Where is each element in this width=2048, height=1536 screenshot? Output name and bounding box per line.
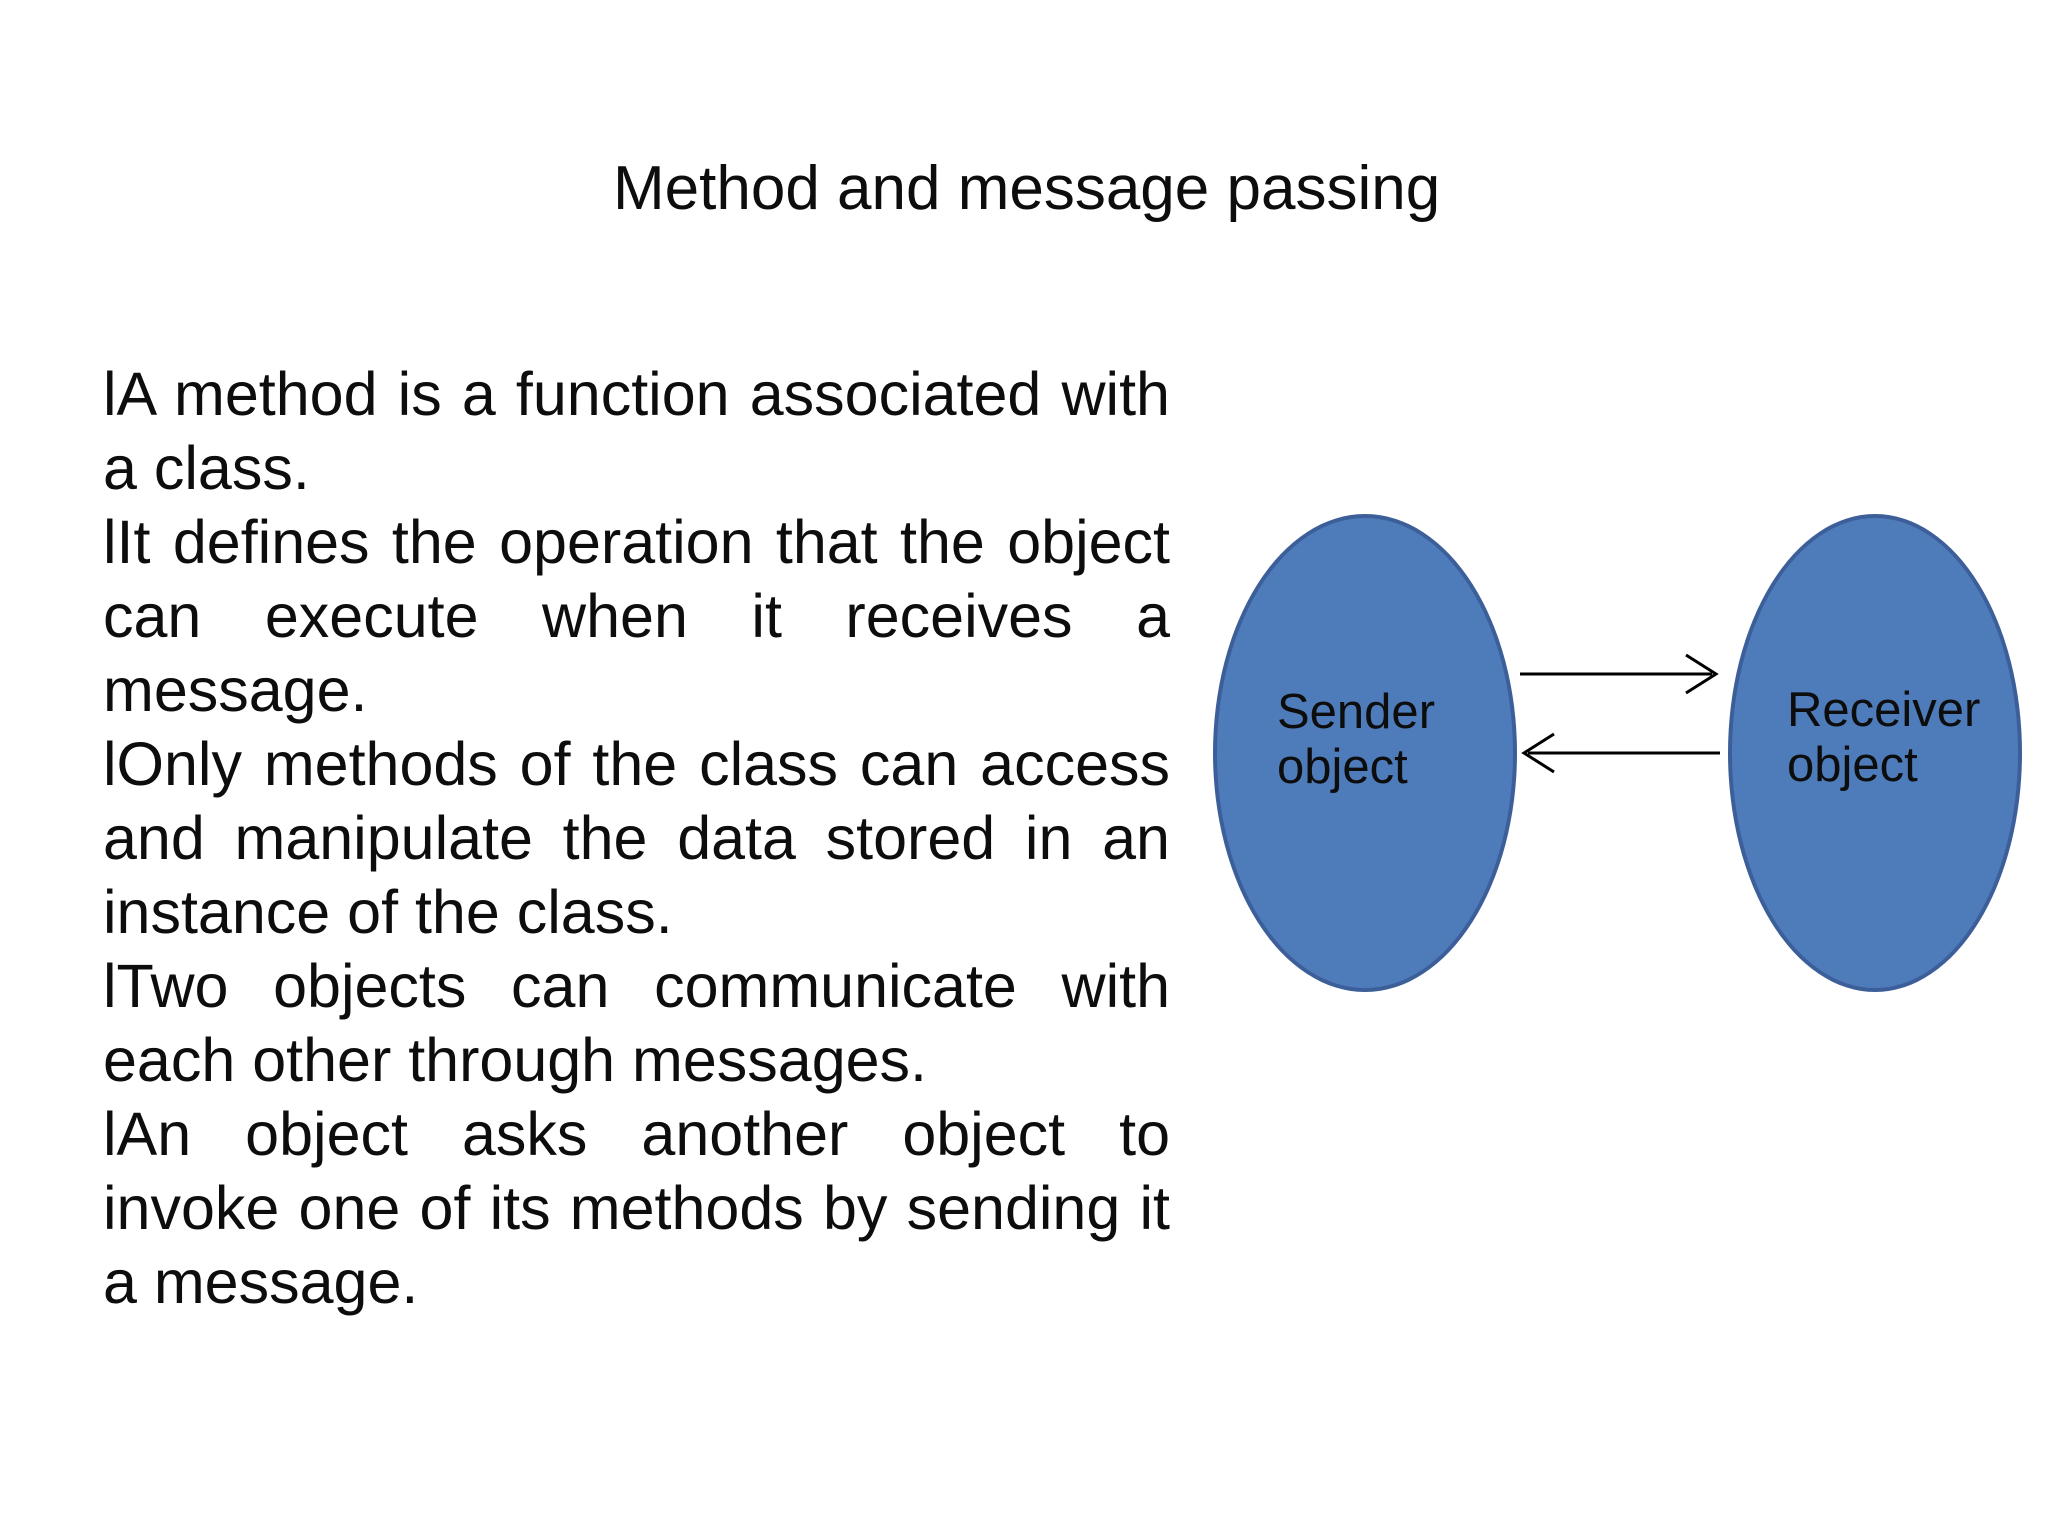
slide-title: Method and message passing bbox=[613, 154, 1441, 223]
bullet-text-block: lA method is a function associated with … bbox=[103, 357, 1170, 1319]
bullet-paragraph: lOnly methods of the class can access an… bbox=[103, 730, 1170, 946]
bullet-paragraph: lA method is a function associated with … bbox=[103, 360, 1170, 502]
bullet-paragraph: lIt defines the operation that the objec… bbox=[103, 508, 1170, 724]
sender-object-label: Sender object bbox=[1277, 685, 1436, 794]
receiver-object-label: Receiver object bbox=[1787, 683, 1981, 792]
arrow-left-icon bbox=[1521, 732, 1720, 774]
receiver-object-ellipse bbox=[1728, 514, 2022, 992]
bullet-paragraph: lAn object asks another object to invoke… bbox=[103, 1100, 1170, 1316]
bullet-paragraph: lTwo objects can communicate with each o… bbox=[103, 952, 1170, 1094]
arrow-right-icon bbox=[1520, 653, 1719, 695]
sender-object-ellipse bbox=[1213, 514, 1517, 992]
